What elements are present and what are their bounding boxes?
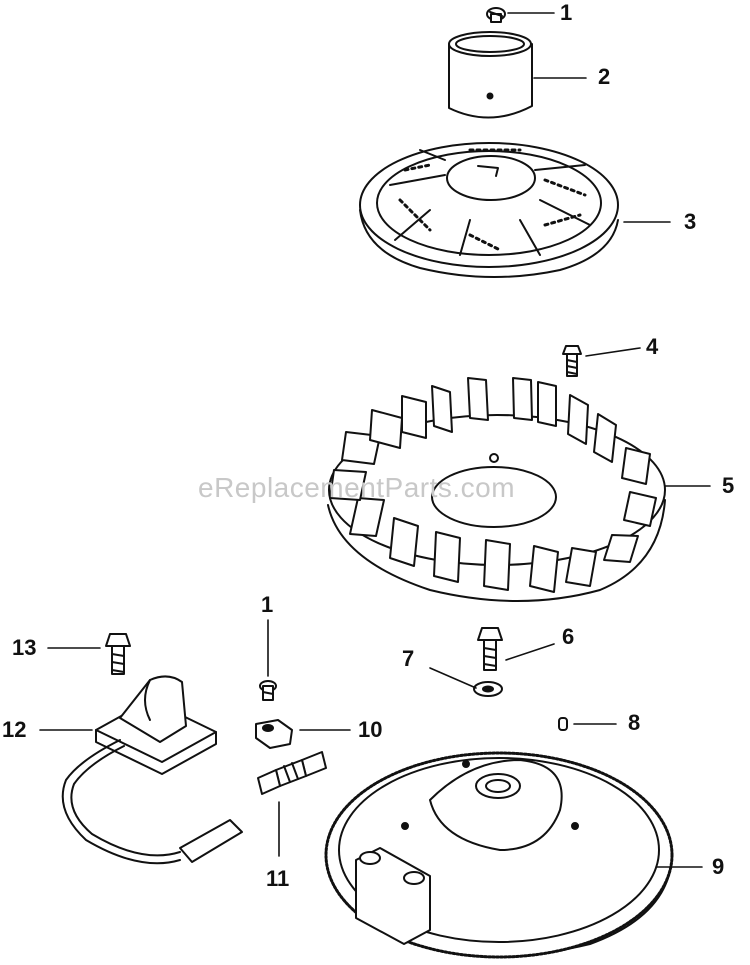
part-ignition-module — [63, 676, 242, 863]
callout-13: 13 — [12, 635, 37, 660]
part-flywheel — [326, 753, 672, 957]
callout-1-mid: 1 — [261, 592, 274, 617]
callout-3: 3 — [684, 209, 697, 234]
part-flywheel-screen — [360, 143, 618, 277]
part-sleeve — [449, 32, 532, 118]
part-spark-plug — [258, 752, 326, 794]
part-bolt-13 — [106, 634, 130, 674]
callout-7: 7 — [402, 646, 415, 671]
watermark-text: eReplacementParts.com — [198, 472, 516, 503]
callout-2: 2 — [598, 64, 611, 89]
callout-12: 12 — [2, 717, 27, 742]
part-screw-top — [487, 8, 505, 22]
callout-9: 9 — [712, 854, 725, 879]
part-clip — [256, 720, 292, 748]
callout-1-top: 1 — [560, 0, 573, 25]
part-bolt-4 — [563, 346, 581, 376]
callout-10: 10 — [358, 717, 383, 742]
part-key — [559, 718, 567, 730]
callout-8: 8 — [628, 710, 641, 735]
leader-lines — [39, 12, 711, 868]
part-fan — [328, 378, 665, 601]
callout-4: 4 — [646, 334, 659, 359]
callout-5: 5 — [722, 473, 735, 498]
part-bolt-6 — [478, 628, 502, 670]
part-screw-mid — [260, 681, 276, 700]
part-washer — [474, 682, 502, 696]
callout-11: 11 — [266, 866, 290, 891]
callout-6: 6 — [562, 624, 575, 649]
